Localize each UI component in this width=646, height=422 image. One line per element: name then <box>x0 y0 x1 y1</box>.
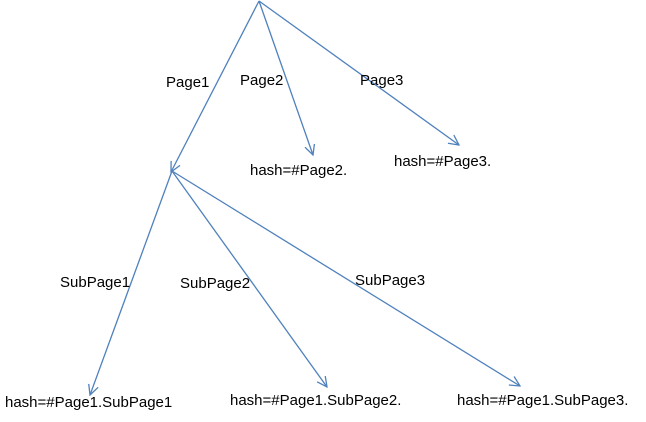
edge-root-to-page1 <box>171 0 260 172</box>
node-label-subpage3-hash: hash=#Page1.SubPage3. <box>457 392 628 409</box>
edge-page1-to-subpage2 <box>171 170 327 387</box>
edge-root-to-page3 <box>258 0 459 145</box>
edge-root-to-page2 <box>258 0 313 155</box>
edge-label-page3: Page3 <box>360 72 403 89</box>
edge-label-subpage1: SubPage1 <box>60 274 130 291</box>
edge-label-page1: Page1 <box>166 74 209 91</box>
edge-page1-to-subpage1 <box>90 170 173 395</box>
edge-label-subpage3: SubPage3 <box>355 272 425 289</box>
node-label-subpage2-hash: hash=#Page1.SubPage2. <box>230 392 401 409</box>
edge-page1-to-subpage3 <box>171 170 520 386</box>
edge-label-page2: Page2 <box>240 72 283 89</box>
node-label-page3-hash: hash=#Page3. <box>394 153 491 170</box>
edge-label-subpage2: SubPage2 <box>180 275 250 292</box>
node-label-subpage1-hash: hash=#Page1.SubPage1 <box>5 394 172 411</box>
node-label-page2-hash: hash=#Page2. <box>250 162 347 179</box>
